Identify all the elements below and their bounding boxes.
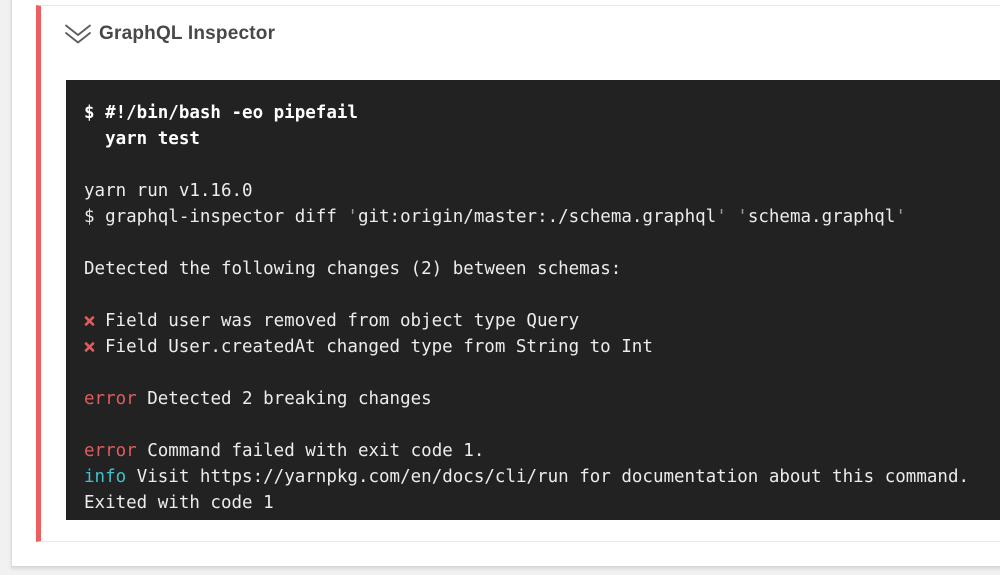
terminal-line [84,152,1000,178]
terminal-text-segment: $ #!/bin/bash -eo pipefail [84,103,358,123]
terminal-text-segment: ' [716,207,727,227]
terminal-text-segment: Detected the following changes (2) betwe… [84,259,622,279]
terminal-text-segment: Command failed with exit code 1. [136,441,485,461]
terminal-line: $ graphql-inspector diff 'git:origin/mas… [84,204,1000,230]
terminal-text-segment: yarn run v1.16.0 [84,181,253,201]
failed-step-card: GraphQL Inspector $ #!/bin/bash -eo pipe… [36,5,1000,542]
terminal-line [84,230,1000,256]
terminal-line: $ #!/bin/bash -eo pipefail [84,100,1000,126]
cross-icon [84,308,95,326]
terminal-line: error Command failed with exit code 1. [84,438,1000,464]
terminal-text-segment: ' [347,207,358,227]
terminal-text-segment: $ graphql-inspector diff [84,207,348,227]
terminal-text-segment: error [84,389,137,409]
terminal-text-segment: error [84,441,137,461]
terminal-text-segment: Field User.createdAt changed type from S… [105,337,653,357]
terminal-text-segment [727,207,738,227]
terminal-line [84,282,1000,308]
step-header[interactable]: GraphQL Inspector [41,6,1000,45]
terminal-output[interactable]: $ #!/bin/bash -eo pipefail yarn test yarn… [66,80,1000,520]
terminal-line [84,360,1000,386]
terminal-text-segment: Visit https://yarnpkg.com/en/docs/cli/ru… [126,467,970,487]
terminal-text-segment: info [84,467,127,487]
terminal-line: yarn test [84,126,1000,152]
terminal-line: yarn run v1.16.0 [84,178,1000,204]
terminal-text-segment: ' [737,207,748,227]
terminal-text-segment: Exited with code 1 [84,493,274,513]
step-title: GraphQL Inspector [99,23,276,44]
terminal-text-segment: yarn test [84,129,200,149]
terminal-text-segment: ' [895,207,906,227]
terminal-line: Field User.createdAt changed type from S… [84,334,1000,360]
terminal-line: Exited with code 1 [84,490,1000,516]
build-output-panel: GraphQL Inspector $ #!/bin/bash -eo pipe… [11,0,1000,567]
terminal-line: Detected the following changes (2) betwe… [84,256,1000,282]
terminal-line: Field user was removed from object type … [84,308,1000,334]
terminal-text-segment: git:origin/master:./schema.graphql [357,207,717,227]
terminal-line: info Visit https://yarnpkg.com/en/docs/c… [84,464,1000,490]
terminal-text-segment: Detected 2 breaking changes [136,389,432,409]
double-chevron-down-icon[interactable] [64,23,92,45]
terminal-text-segment: schema.graphql [747,207,896,227]
terminal-text-segment: Field user was removed from object type … [105,311,580,331]
terminal-line: error Detected 2 breaking changes [84,386,1000,412]
cross-icon [84,334,95,352]
terminal-line [84,412,1000,438]
